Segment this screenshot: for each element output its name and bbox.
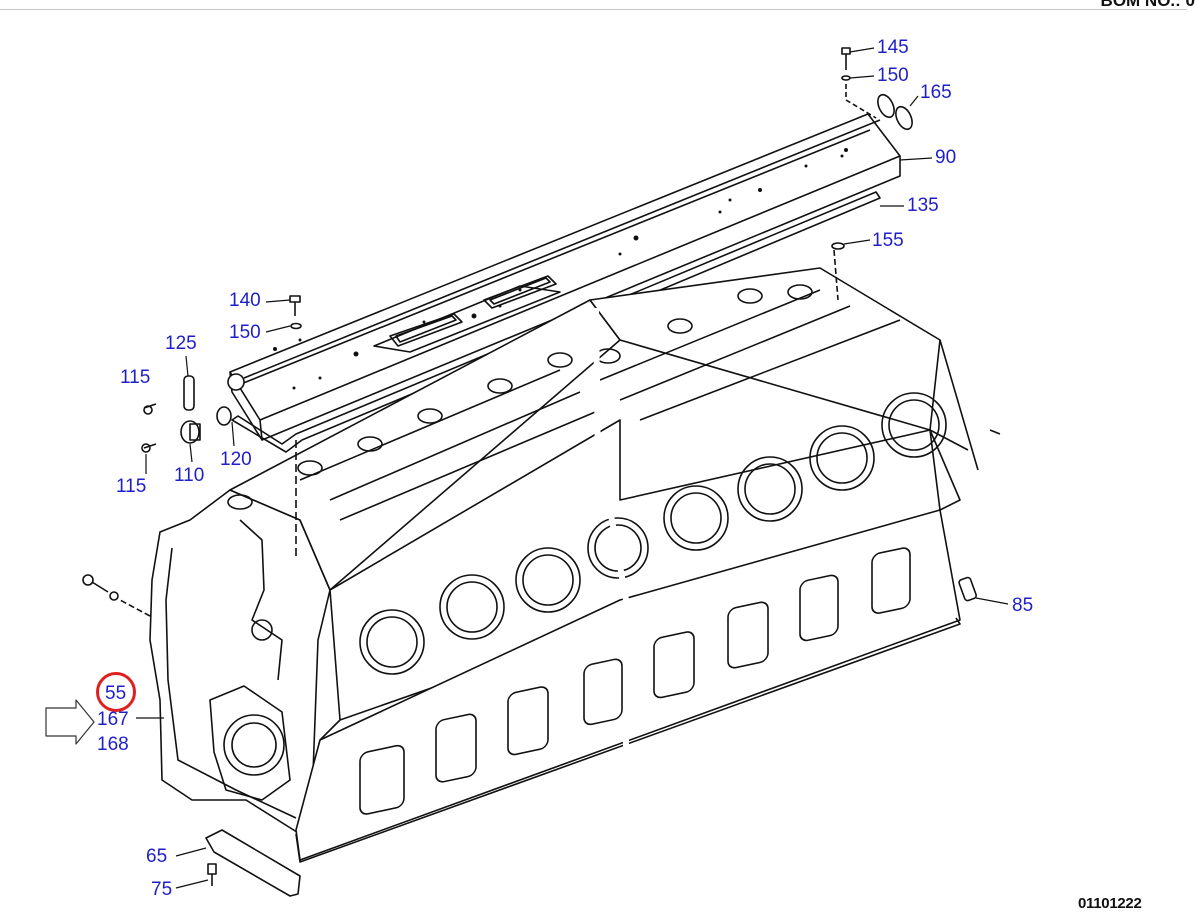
callout-115[interactable]: 115 — [120, 367, 151, 388]
leader-lines — [136, 47, 1009, 889]
callout-145[interactable]: 145 — [877, 37, 909, 58]
callout-168[interactable]: 168 — [97, 734, 129, 755]
selected-callout-highlight — [96, 672, 136, 712]
bom-number-label: BOM NO.: 0 — [1100, 0, 1195, 10]
header-divider — [0, 9, 1187, 10]
callout-135[interactable]: 135 — [907, 195, 939, 216]
callout-90[interactable]: 90 — [935, 147, 957, 168]
deck-bosses — [227, 284, 901, 521]
callout-150[interactable]: 150 — [877, 65, 909, 86]
view-direction-arrow — [45, 699, 95, 745]
callout-125[interactable]: 125 — [165, 333, 197, 354]
engine-block — [119, 249, 979, 863]
crankcase-doors — [359, 547, 911, 815]
callout-150[interactable]: 150 — [229, 322, 261, 343]
cylinder-bores — [359, 392, 947, 675]
top-cover-rail — [227, 113, 901, 441]
callout-155[interactable]: 155 — [872, 230, 904, 251]
callout-55[interactable]: 55 — [105, 683, 127, 704]
callout-167[interactable]: 167 — [97, 709, 129, 730]
callout-120[interactable]: 120 — [220, 449, 252, 470]
callout-110[interactable]: 110 — [174, 465, 205, 486]
cover-gasket — [231, 191, 881, 453]
callout-115[interactable]: 115 — [116, 476, 147, 497]
callout-165[interactable]: 165 — [920, 82, 952, 103]
drawing-number: 01101222 — [1078, 895, 1142, 912]
callout-85[interactable]: 85 — [1012, 595, 1034, 616]
callout-75[interactable]: 75 — [151, 879, 173, 900]
callout-140[interactable]: 140 — [229, 290, 261, 311]
loose-hardware — [82, 47, 1001, 897]
callout-65[interactable]: 65 — [146, 846, 168, 867]
